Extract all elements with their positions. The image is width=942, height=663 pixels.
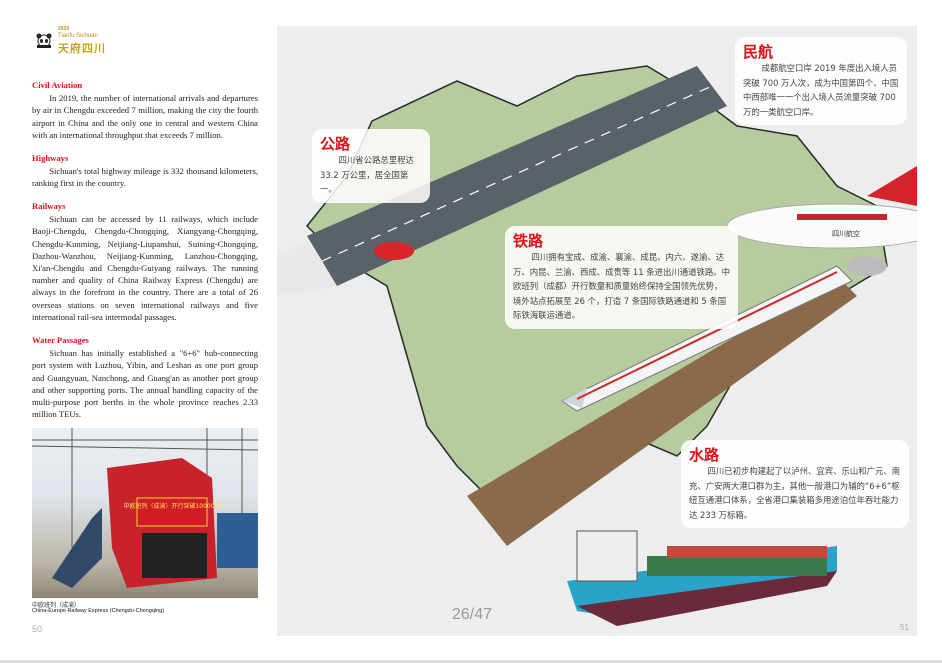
page-number-left: 50 — [32, 624, 43, 634]
train-banner: 中欧班列（成渝）开行突破10000列 — [123, 502, 220, 510]
right-page: 四川航空 民航成都航空口岸 2019 年度出入境人员突破 700 万人次，成为中… — [277, 26, 917, 636]
highway-road — [307, 66, 727, 286]
card-highway: 公路四川省公路总里程达 33.2 万公里，居全国第一。 — [312, 129, 430, 203]
red-car — [374, 242, 414, 260]
page-counter: 26/47 — [452, 606, 493, 623]
train-photo: 中欧班列（成渝）开行突破10000列 — [32, 428, 258, 598]
photo-caption-en: China-Europe Railway Express (Chengdu-Ch… — [32, 608, 165, 614]
panda-icon — [36, 33, 52, 48]
bottom-divider — [0, 660, 942, 663]
railway-tracks — [467, 276, 857, 546]
logo: 2020 Tianfu Sichuan 天府四川 — [34, 26, 124, 55]
card-water: 水路四川已初步构建起了以泸州、宜宾、乐山和广元、南充、广安两大港口群为主，其他一… — [681, 440, 909, 528]
high-speed-train — [560, 265, 853, 412]
page-number-right: 51 — [900, 623, 909, 632]
card-railway: 铁路四川拥有宝成、成渝、襄渝、成昆、内六、遂渝、达万、内昆、兰渝、西成、成贵等 … — [505, 226, 738, 329]
svg-text:四川航空: 四川航空 — [832, 229, 860, 238]
airplane: 四川航空 — [726, 166, 917, 276]
card-civil-aviation: 民航成都航空口岸 2019 年度出入境人员突破 700 万人次，成为中国第四个、… — [735, 37, 907, 125]
photo-caption-cn: 中欧班列（成渝） — [32, 602, 81, 609]
cargo-ship — [567, 530, 837, 626]
